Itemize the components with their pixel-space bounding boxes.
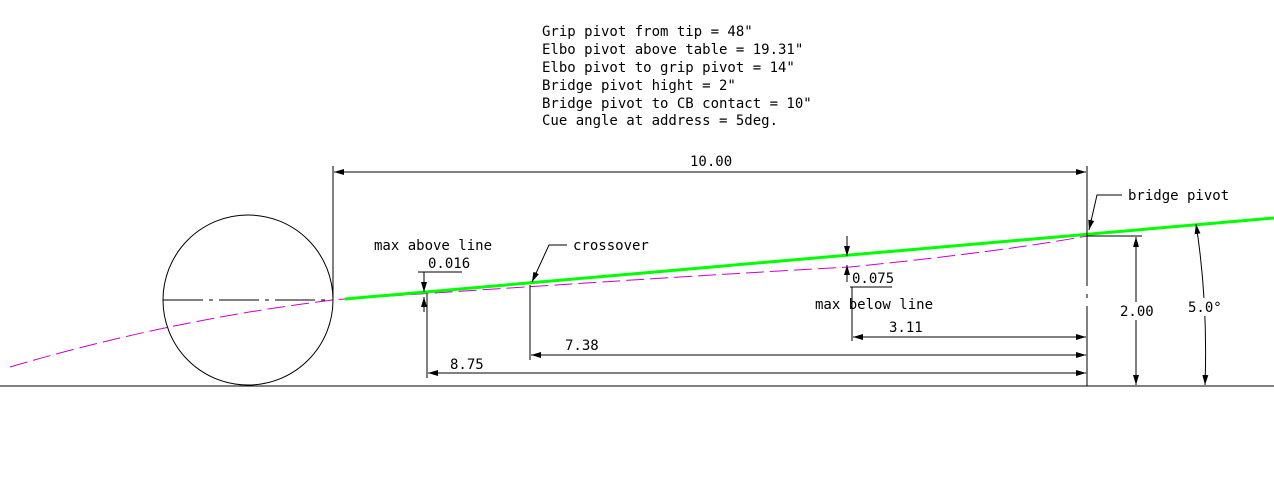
note-line: Cue angle at address = 5deg. — [542, 113, 778, 129]
dim-overall-label: 10.00 — [690, 154, 732, 170]
bridge-pivot-label: bridge pivot — [1128, 188, 1229, 204]
dim-height-label: 2.00 — [1120, 304, 1154, 320]
note-line: Bridge pivot hight = 2" — [542, 78, 736, 94]
note-line: Elbo pivot above table = 19.31" — [542, 42, 803, 58]
cue-path-curve — [9, 235, 1088, 368]
crossover-leader — [531, 244, 567, 283]
cue-line — [344, 216, 1274, 301]
max-below-label: max below line — [815, 297, 933, 313]
max-above-label: max above line — [374, 238, 492, 254]
max-below-value: 0.075 — [852, 271, 894, 287]
max-above-value: 0.016 — [428, 256, 470, 272]
crossover-label: crossover — [573, 238, 649, 254]
dim-3-11-label: 3.11 — [889, 320, 923, 336]
dim-8-75-label: 8.75 — [450, 357, 484, 373]
dim-7-38-label: 7.38 — [565, 338, 599, 354]
bridge-pivot-leader — [1088, 194, 1122, 231]
dim-angle-label: 5.0° — [1188, 300, 1222, 316]
note-line: Bridge pivot to CB contact = 10" — [542, 96, 812, 112]
note-line: Grip pivot from tip = 48" — [542, 24, 753, 40]
note-line: Elbo pivot to grip pivot = 14" — [542, 60, 795, 76]
notes-block: Grip pivot from tip = 48" Elbo pivot abo… — [542, 24, 812, 129]
